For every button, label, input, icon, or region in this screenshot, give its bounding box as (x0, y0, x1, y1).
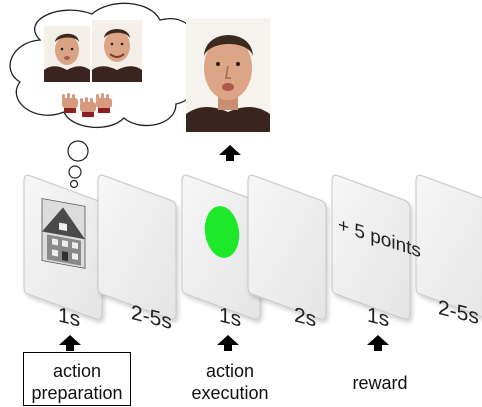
up-arrow-icon (219, 145, 241, 161)
execution-caption-line2: execution (191, 383, 269, 403)
house-photo-icon (41, 198, 86, 269)
up-arrow-icon (367, 335, 389, 351)
card-delay-1 (97, 174, 177, 320)
execution-caption-line1: action (205, 361, 255, 381)
preparation-box (23, 352, 131, 406)
hand-gesture-icon (62, 93, 112, 117)
preparation-caption-line1: action (52, 361, 102, 381)
up-arrow-icon (59, 335, 81, 351)
go-circle (204, 206, 240, 258)
face-photo-icon (186, 18, 270, 132)
thought-dot-medium (68, 165, 82, 179)
up-arrow-icon (217, 335, 239, 351)
face-photo-icon (44, 26, 90, 82)
preparation-caption-line2: preparation (31, 383, 123, 403)
card-delay-3 (415, 174, 482, 318)
card-reward (331, 174, 411, 320)
thought-dot-small (69, 179, 79, 189)
thought-dot-large (67, 140, 89, 162)
face-photo-icon (92, 20, 142, 82)
card-delay-2 (247, 174, 327, 320)
reward-caption: reward (352, 373, 408, 393)
